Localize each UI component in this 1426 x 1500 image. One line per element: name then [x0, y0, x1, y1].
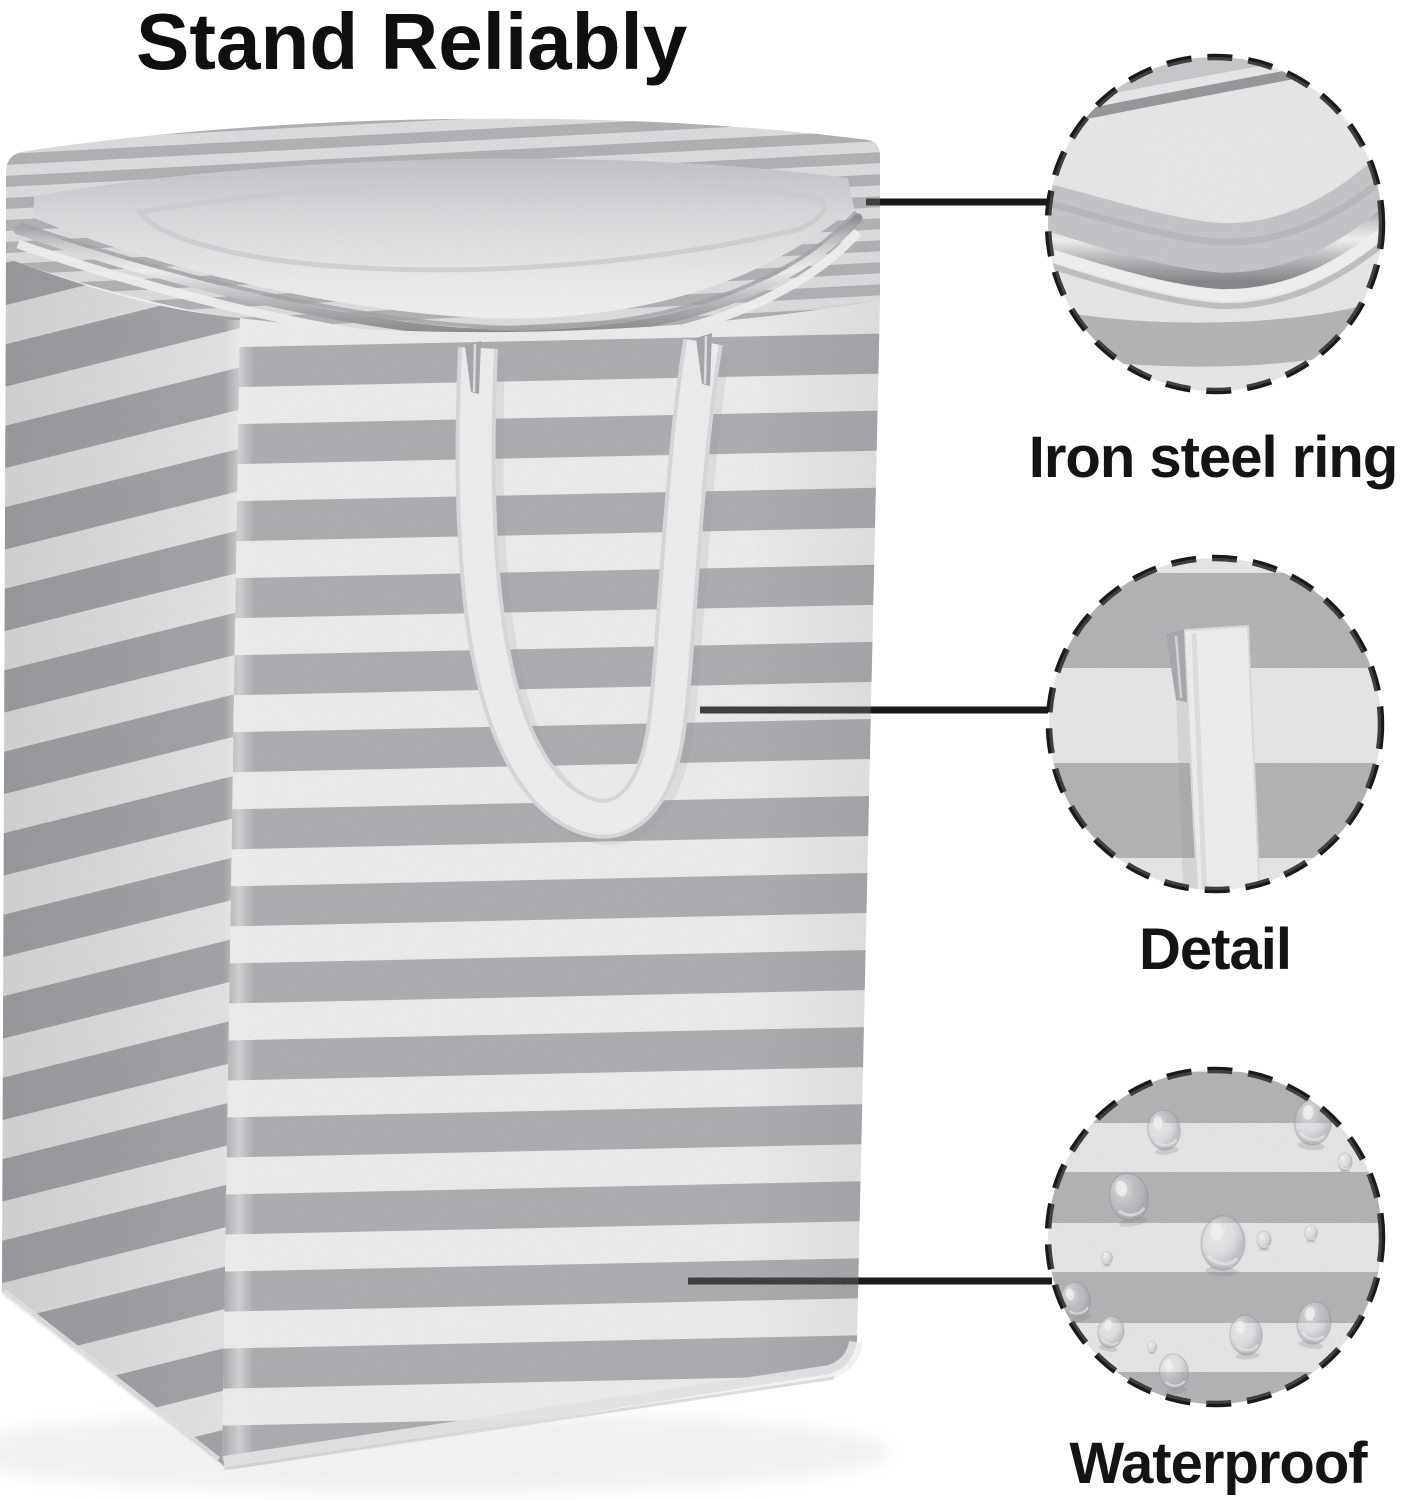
callout-label-waterproof: Waterproof — [1069, 1431, 1367, 1496]
page-title: Stand Reliably — [136, 0, 688, 86]
callout-label-detail: Detail — [1139, 917, 1292, 982]
callout-label-iron-steel-ring: Iron steel ring — [1028, 425, 1399, 490]
closeup-lower-gray-stripe-2 — [1048, 378, 1382, 391]
